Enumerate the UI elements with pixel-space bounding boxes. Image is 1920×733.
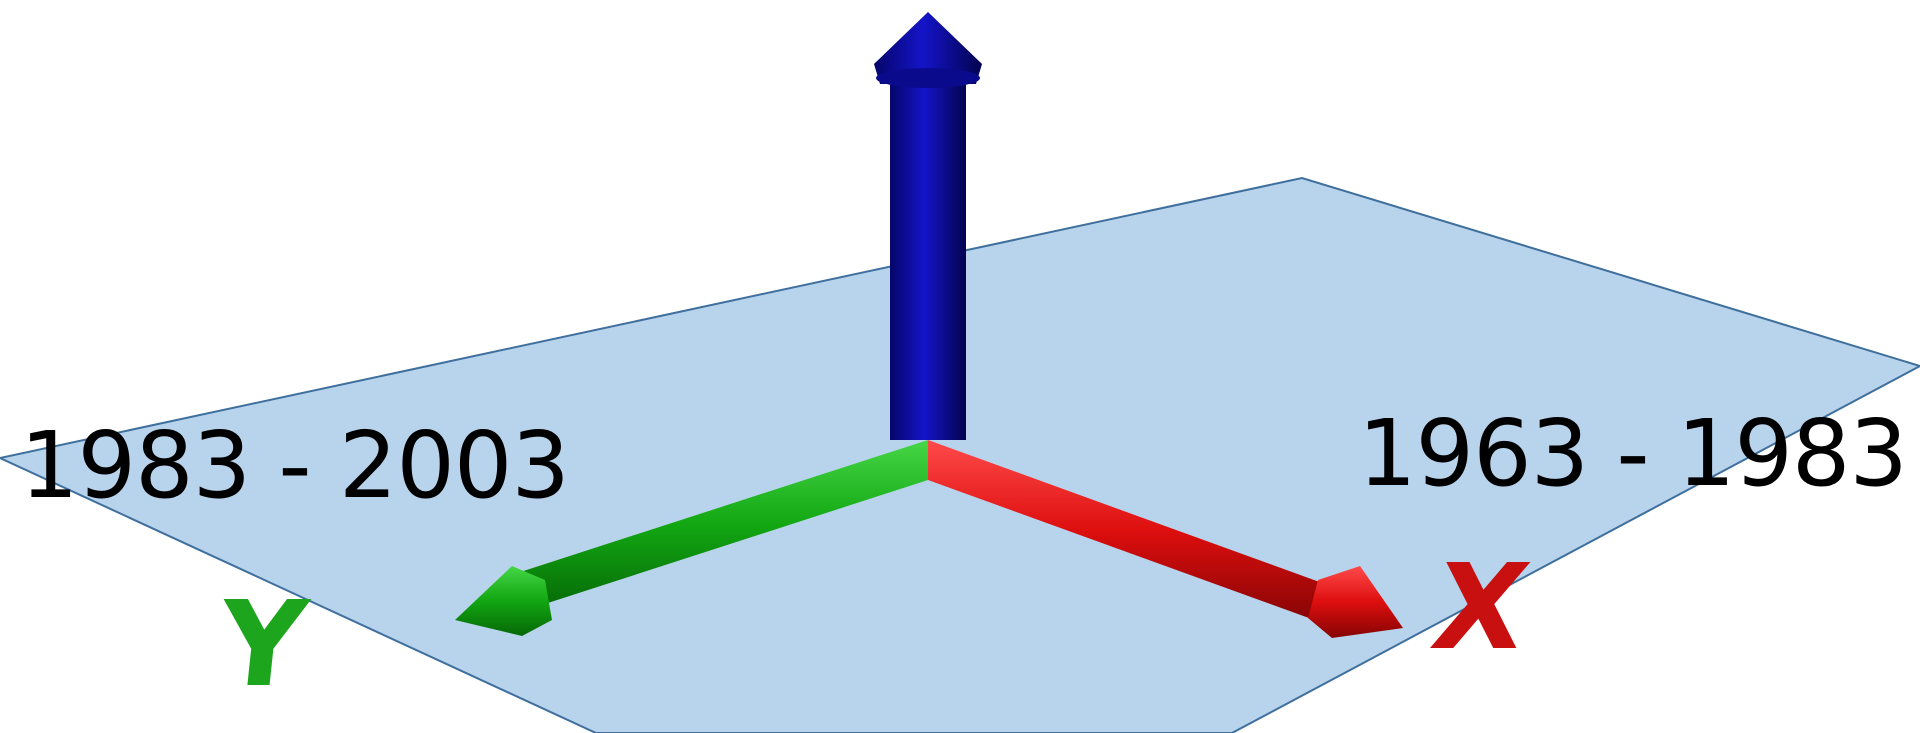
- y-axis-label: Y: [212, 575, 313, 713]
- range-label-1983-2003: 1983 - 2003: [20, 412, 570, 519]
- range-label-1963-1983: 1963 - 1983: [1358, 400, 1908, 507]
- x-axis-arrow: [928, 440, 1403, 638]
- z-axis-arrow: [874, 12, 982, 440]
- y-axis-arrow: [455, 440, 928, 636]
